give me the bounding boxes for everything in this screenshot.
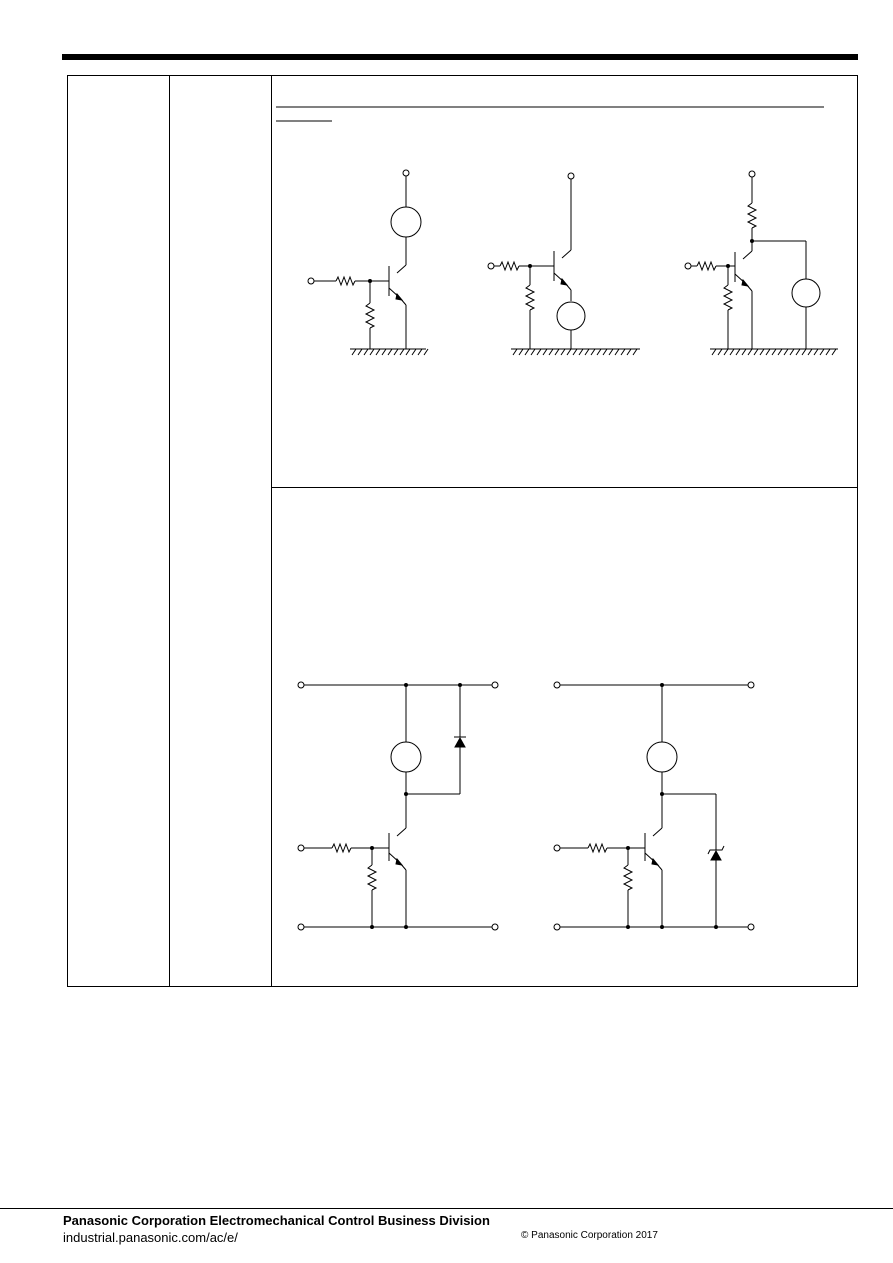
header-rule: [62, 54, 858, 60]
base-resistor: [335, 275, 356, 287]
bias-resistor: [364, 302, 376, 329]
ground-hatching: [512, 348, 638, 356]
content-table: [67, 75, 858, 987]
protection-circuit-diagrams: [297, 681, 755, 931]
column-divider-1: [169, 76, 170, 986]
circuit-load-on-collector: [307, 169, 429, 356]
load-symbol: [390, 206, 422, 238]
diode-symbol: [454, 736, 466, 748]
footer-copyright: © Panasonic Corporation 2017: [521, 1230, 658, 1241]
circuit-zener-protection: [553, 681, 755, 931]
footer-url[interactable]: industrial.panasonic.com/ac/e/: [63, 1230, 238, 1245]
load-symbol: [556, 301, 586, 331]
circuit-load-on-emitter: [487, 172, 640, 356]
bias-resistor: [722, 284, 734, 311]
circuit-diode-protection: [297, 681, 499, 931]
base-resistor: [696, 260, 717, 272]
ground-hatching: [351, 348, 429, 356]
bias-resistor: [622, 864, 634, 891]
ground-hatching: [711, 348, 837, 356]
collector-resistor: [746, 202, 758, 229]
footer-rule: [0, 1208, 893, 1209]
bias-resistor: [366, 864, 378, 891]
load-symbol: [791, 278, 821, 308]
base-resistor: [499, 260, 520, 272]
load-symbol: [646, 741, 678, 773]
row-divider: [272, 487, 857, 488]
base-resistor: [587, 842, 608, 854]
column-divider-2: [271, 76, 272, 986]
zener-diode-symbol: [710, 849, 722, 861]
base-resistor: [331, 842, 352, 854]
footer-company-name: Panasonic Corporation Electromechanical …: [63, 1213, 490, 1228]
load-connection-diagrams: [276, 106, 838, 356]
load-symbol: [390, 741, 422, 773]
circuit-load-parallel: [684, 170, 838, 356]
bias-resistor: [524, 284, 536, 311]
